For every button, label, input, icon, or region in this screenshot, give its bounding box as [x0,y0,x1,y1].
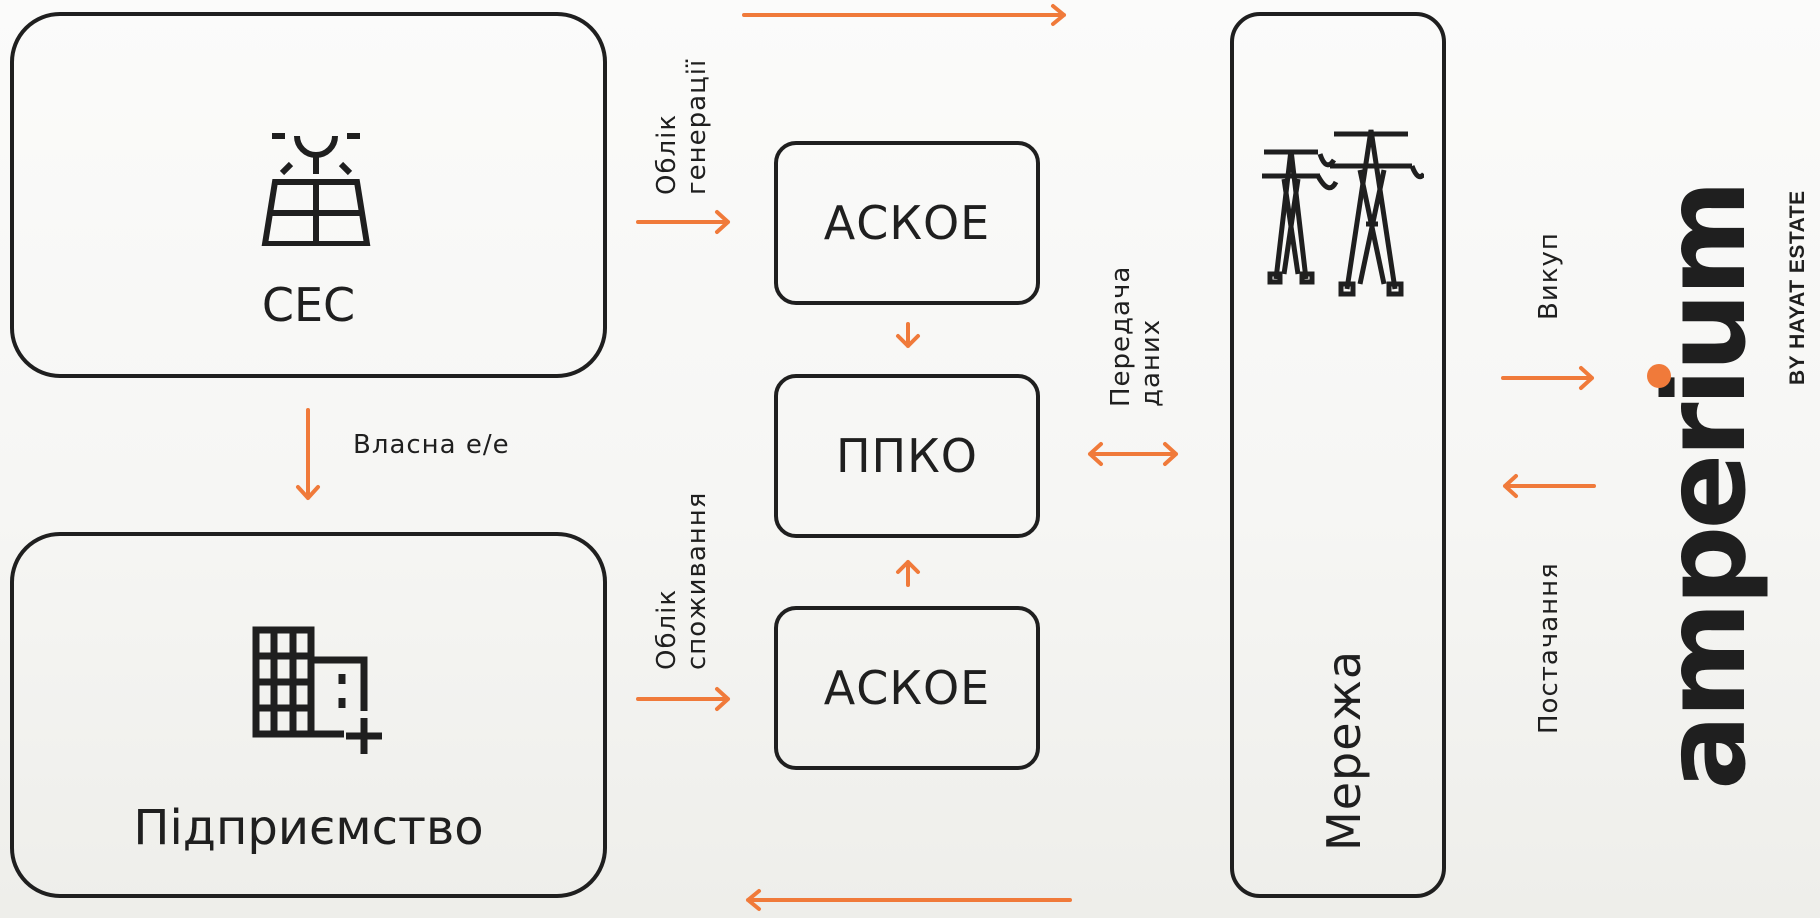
data-transfer-label: Передача даних [1106,265,1166,407]
arrow-askoe-bottom-to-ppko [896,560,920,587]
building-icon [252,626,382,754]
own-energy-label: Власна е/е [353,430,510,460]
consumption-metering-label: Облік споживання [652,491,712,670]
arrow-consumption-to-askoe [636,687,730,711]
power-pylon-icon [1262,129,1424,297]
ppko-label: ППКО [835,429,979,483]
grid-node: Мережа [1230,12,1446,898]
askoe-bottom-node: АСКОЕ [774,606,1040,770]
logo-text: amperium [1641,183,1771,790]
ces-node: СЕС [10,12,607,378]
logo-tagline: BY HAYAT ESTATE [1786,190,1809,385]
amperium-logo: amperium [1641,184,1771,790]
solar-panel-icon [261,133,371,246]
ppko-node: ППКО [774,374,1040,538]
arrow-generation-to-askoe [636,210,730,234]
purchase-label: Викуп [1534,232,1564,320]
arrow-askoe-to-ppko [896,322,920,348]
arrow-data-transfer [1088,442,1178,466]
askoe-bottom-label: АСКОЕ [823,661,991,715]
arrow-supply [1503,474,1596,498]
supply-label: Постачання [1534,562,1564,734]
askoe-top-node: АСКОЕ [774,141,1040,305]
arrow-purchase [1501,366,1594,390]
logo-dot [1647,364,1671,388]
ces-label: СЕС [261,278,356,332]
generation-metering-label: Облік генерації [652,58,712,195]
arrow-ces-to-enterprise [296,408,320,500]
enterprise-node: Підприємство [10,532,607,898]
arrow-bottom-from-grid [746,889,1072,911]
arrow-top-to-grid [742,4,1066,26]
askoe-top-label: АСКОЕ [823,196,991,250]
enterprise-label: Підприємство [133,800,484,856]
